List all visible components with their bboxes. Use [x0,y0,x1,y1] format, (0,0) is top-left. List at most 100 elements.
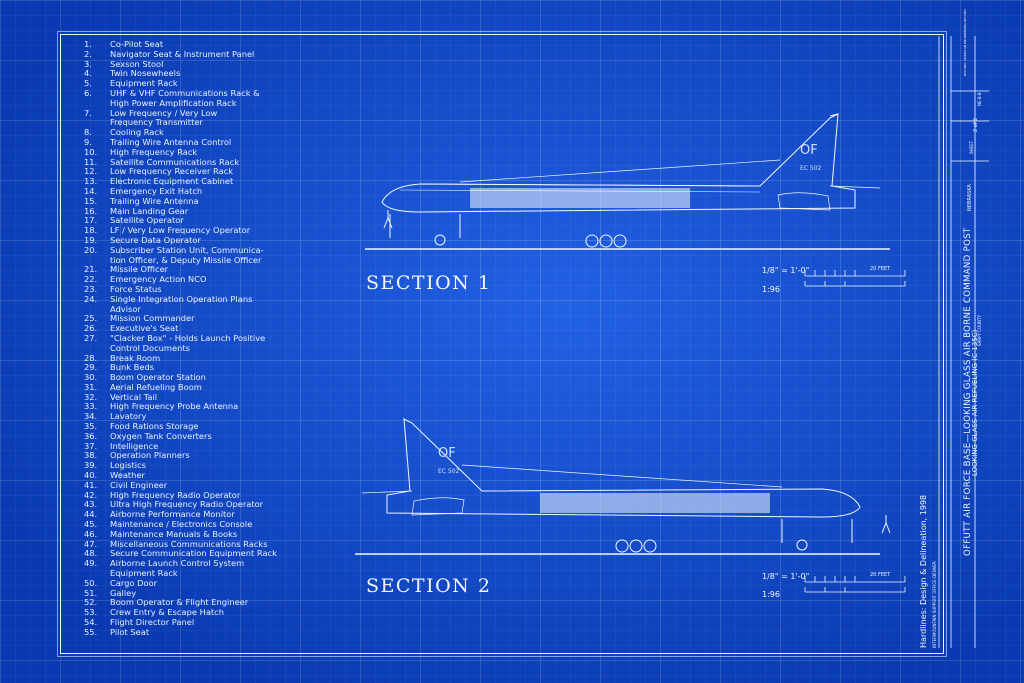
legend-item: 4.Twin Nosewheels [84,69,277,79]
legend-item-label: Airborne Launch Control System [110,558,245,569]
legend-item: 26. Executive's Seat [84,323,277,334]
legend-item-number: 49. [84,558,98,569]
legend-item: 25. Mission Commander [84,314,277,324]
legend-item-label: Weather [110,470,145,481]
legend-item: 21.Missile Officer [84,265,277,275]
legend-item: 46.Maintenance Manuals & Books [84,529,277,540]
legend-item-label: Navigator Seat & Instrument Panel [110,48,255,59]
legend-item-label: Emergency Exit Hatch [110,185,203,196]
legend-item: 13. Electronic Equipment Cabinet [84,176,277,187]
legend-item-number: 3. [84,58,92,69]
legend-item-number: 39. [84,460,98,471]
legend-item: 38.Operation Planners [84,451,277,461]
legend-item-number: 24. [84,293,98,304]
legend-item-number: 45. [84,519,98,530]
legend-item-number: 34. [84,411,98,422]
legend-item: 32.Vertical Tail [84,391,277,403]
legend-item: 19. Secure Data Operator [84,234,277,246]
legend-item-number: 40. [84,470,98,481]
legend-item-label: Food Rations Storage [110,421,199,432]
legend-item-number: 35. [84,421,98,432]
legend-item-continuation: Equipment Rack [84,568,277,579]
legend-item-number: 28. [84,352,98,363]
legend-item-number: 53. [84,607,98,618]
legend-item-number: 48. [84,548,98,559]
legend-item-label: Mission Commander [110,313,195,324]
legend-item-label: Executive's Seat [110,323,179,334]
section-1-aircraft-drawing: OF EC 502 [365,113,890,250]
legend-item-number: 22. [84,274,98,285]
legend-item-continuation: Advisor [84,303,277,315]
legend-item-label: Advisor [110,303,141,314]
outer-border [57,31,947,657]
legend-item-label: Break Room [110,352,161,363]
legend-item: 42.High Frequency Radio Operator [84,489,277,501]
legend-item-number: 30. [84,372,98,383]
legend-item-number: 12. [84,166,98,177]
legend-item-label: Co-Pilot Seat [110,39,164,49]
legend-item-number: 19. [84,234,98,245]
legend-item-number: 10. [84,146,98,157]
legend-item-label: Trailing Wire Antenna [110,195,199,206]
legend-item-number: 26. [84,323,98,334]
legend-item-label: High Frequency Rack [110,146,198,157]
legend-item-label: Vertical Tail [110,391,158,402]
legend-item: 5.Equipment Rack [84,78,277,89]
legend-item-label: Bunk Beds [110,362,155,373]
legend-item-label: Flight Director Panel [110,617,195,628]
legend-item-number: 27. [84,332,98,343]
legend-item-number: 51. [84,587,98,598]
legend-item: 3.Sexson Stool [84,58,277,70]
section-1-scale-number: 1:96 [762,285,780,294]
legend-item-label: Logistics [110,460,146,471]
legend-item: 9.Trailing Wire Antenna Control [84,136,277,148]
legend-item-label: Secure Data Operator [110,234,201,245]
legend-item-label: Miscellaneous Communications Racks [110,538,268,549]
legend-item-label: Crew Entry & Escape Hatch [110,607,224,618]
section-2-scale-number: 1:96 [762,590,780,599]
legend-item-number: 42. [84,489,98,500]
legend-item: 1. Co-Pilot Seat [84,39,277,50]
tail-code-1: OF [800,143,818,158]
legend-item-label: Boom Operator Station [110,372,206,383]
legend-item-number: 13. [84,176,98,187]
legend-item: 55.Pilot Seat [84,627,277,638]
legend-item-number: 7. [84,107,92,118]
legend-item-label: Cooling Rack [110,127,164,138]
legend-item-continuation: High Power Amplification Rack [84,98,277,109]
legend-item-label: Trailing Wire Antenna Control [110,136,232,147]
legend-item: 22.Emergency Action NCO [84,274,277,285]
legend-item-number: 1. [84,39,92,49]
section-2-title: SECTION 2 [366,575,492,597]
legend-item-label: "Clacker Box" - Holds Launch Positive [110,332,266,343]
section-2-scale-bar [804,576,906,593]
legend-item-number: 16. [84,205,98,216]
legend-item: 51.Galley [84,587,277,599]
legend-item-label: Ultra High Frequency Radio Operator [110,499,264,510]
legend-item: 53. Crew Entry & Escape Hatch [84,607,277,618]
legend-item-number: 11. [84,156,98,167]
section-2-feet-label: 20 FEET [870,572,891,578]
legend-item: 8.Cooling Rack [84,127,277,138]
legend-item-label: Cargo Door [110,577,158,588]
legend-item-label: Boom Operator & Flight Engineer [110,597,249,608]
legend-item: 48.Secure Communication Equipment Rack [84,549,277,559]
legend-item: 45. Maintenance / Electronics Console [84,519,277,530]
legend-item-number: 18. [84,225,98,236]
legend-item-label: tion Officer, & Deputy Missile Officer [110,254,262,265]
section-1-scale-bar [804,270,906,287]
legend-item-label: Electronic Equipment Cabinet [110,176,234,187]
legend-item: 31.Aerial Refueling Boom [84,382,277,393]
legend-item: 18. LF / Very Low Frequency Operator [84,225,277,236]
legend-item-continuation: tion Officer, & Deputy Missile Officer [84,254,277,266]
legend-item: 6.UHF & VHF Communications Rack & [84,88,277,99]
legend-item-label: Maintenance / Electronics Console [110,519,253,530]
legend-item-label: Single Integration Operation Plans [110,293,253,304]
legend-item: 34. Lavatory [84,411,277,422]
legend-item-number: 25. [84,313,98,324]
legend-item-label: LF / Very Low Frequency Operator [110,225,251,236]
legend-item: 54.Flight Director Panel [84,617,277,628]
legend-item: 36.Oxygen Tank Converters [84,431,277,442]
legend-item: 39. Logistics [84,460,277,471]
legend-item-label: Lavatory [110,411,147,422]
